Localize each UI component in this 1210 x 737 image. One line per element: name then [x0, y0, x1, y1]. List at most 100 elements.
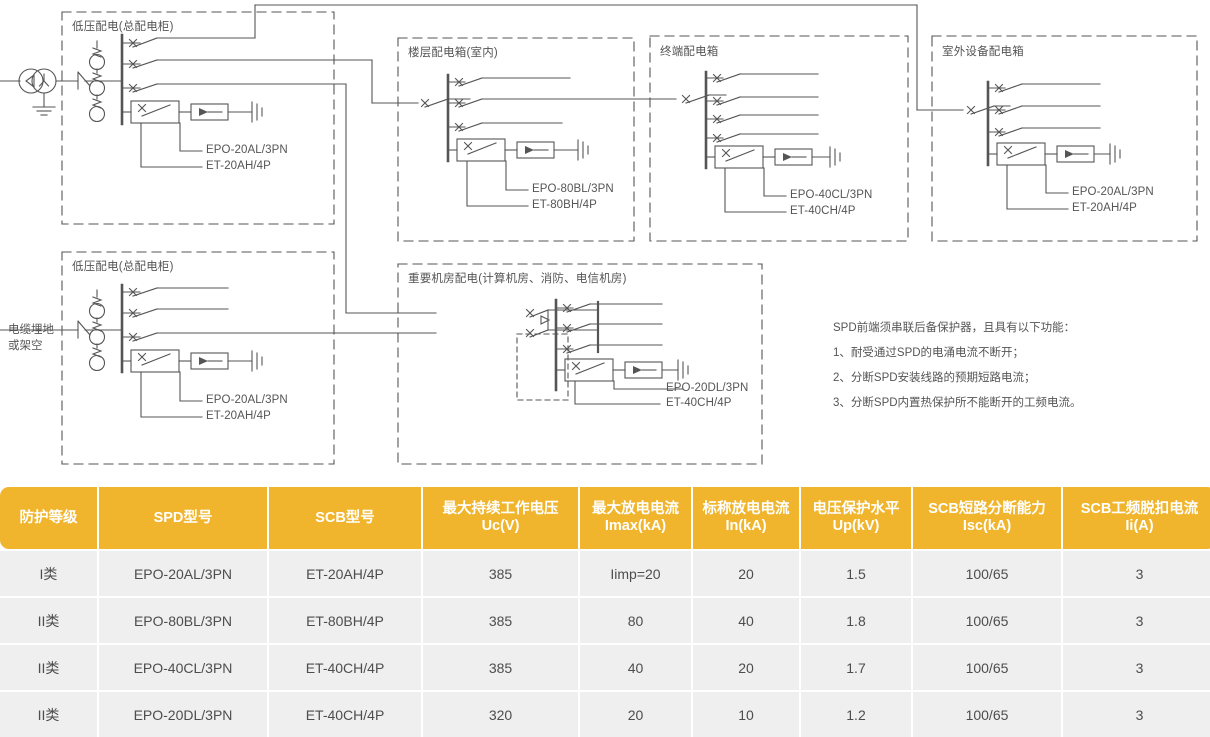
table-row: II类 EPO-80BL/3PN ET-80BH/4P 385 80 40 1.…	[0, 598, 1210, 643]
cell-protection-class: II类	[0, 692, 97, 737]
source-label: 电缆埋地 或架空	[8, 322, 54, 354]
floor-incomer-blade	[424, 98, 449, 108]
terminal-incomer-x	[681, 94, 691, 104]
scb2-blade	[141, 353, 171, 366]
transformer-winding-a	[18, 68, 44, 94]
note-item-2: 2、分断SPD安装线路的预期短路电流；	[833, 372, 1036, 384]
cell-up: 1.8	[801, 598, 911, 643]
f5a-blade	[998, 83, 1023, 93]
spd4-arrow	[783, 153, 792, 161]
box-title-floor: 楼层配电箱(室内)	[408, 47, 498, 59]
scb4-blade	[725, 149, 755, 162]
dashed-box-critical	[397, 263, 763, 465]
note-item-3: 3、分断SPD内置热保护所不能断开的工频电流。	[833, 397, 1082, 409]
leader-scb1	[140, 122, 203, 168]
box-title-lv-main-bottom: 低压配电(总配电柜)	[72, 261, 174, 273]
spd2-arrow	[199, 357, 208, 365]
cell-spd-model: EPO-40CL/3PN	[99, 645, 267, 690]
cell-uc: 385	[423, 598, 578, 643]
ct1-circle-a	[88, 53, 106, 71]
spd1-arrow	[199, 108, 208, 116]
note-heading: SPD前端须串联后备保护器，且具有以下功能：	[833, 322, 1076, 334]
f6b-blade	[566, 323, 591, 333]
callout-scb-outdoor: ET-20AH/4P	[1072, 202, 1137, 214]
cell-spd-model: EPO-20DL/3PN	[99, 692, 267, 737]
callout-spd-terminal: EPO-40CL/3PN	[790, 189, 873, 201]
callout-scb-critical: ET-40CH/4P	[666, 397, 732, 409]
ats-blade-lower	[529, 329, 549, 338]
box-title-outdoor: 室外设备配电箱	[942, 46, 1024, 58]
cell-in: 10	[693, 692, 799, 737]
source-label-line-2: 或架空	[8, 340, 43, 352]
notes-block: SPD前端须串联后备保护器，且具有以下功能： 1、耐受通过SPD的电涌电流不断开…	[833, 316, 1203, 416]
outdoor-incomer-x	[966, 105, 976, 115]
cell-scb-model: ET-20AH/4P	[269, 551, 421, 596]
callout-scb-terminal: ET-40CH/4P	[790, 205, 856, 217]
incomer-switch-blade-1	[77, 71, 91, 87]
cell-uc: 385	[423, 551, 578, 596]
scb6-blade	[575, 362, 605, 375]
f2b-blade	[132, 308, 158, 318]
ats-x-upper	[525, 308, 535, 318]
col-header-scb-model: SCB型号	[269, 487, 421, 549]
leader-spd3	[505, 160, 529, 191]
dashed-ats-enclosure	[516, 333, 569, 401]
ats-arrow	[540, 315, 551, 325]
ats-x-lower	[525, 328, 535, 338]
ct1-circle-b	[88, 79, 106, 97]
cell-in: 20	[693, 645, 799, 690]
leader-spd5	[1045, 164, 1069, 194]
f4c-blade	[716, 114, 741, 124]
f1b-blade	[132, 59, 158, 69]
cell-uc: 320	[423, 692, 578, 737]
callout-scb-lv-main-bottom: ET-20AH/4P	[206, 410, 271, 422]
dashed-box-lv-main-bottom	[61, 251, 335, 465]
box-title-critical: 重要机房配电(计算机房、消防、电信机房)	[408, 273, 627, 285]
cell-imax: Iimp=20	[580, 551, 691, 596]
f1c-blade	[132, 83, 158, 93]
callout-spd-lv-main-bottom: EPO-20AL/3PN	[206, 394, 288, 406]
cell-scb-model: ET-80BH/4P	[269, 598, 421, 643]
f1a-blade	[132, 37, 158, 48]
wye-glyph	[38, 73, 50, 87]
cell-spd-model: EPO-80BL/3PN	[99, 598, 267, 643]
dashed-box-terminal	[649, 35, 909, 242]
cell-ii: 3	[1063, 598, 1210, 643]
cell-scb-model: ET-40CH/4P	[269, 645, 421, 690]
cell-in: 20	[693, 551, 799, 596]
single-line-diagram: 电缆埋地 或架空 低压配电(总配电柜) 低压配电(总配电柜) 楼层配电箱(室内)…	[0, 4, 1203, 465]
spd3-arrow	[525, 146, 534, 154]
callout-spd-critical: EPO-20DL/3PN	[666, 382, 749, 394]
leader-scb2	[140, 371, 203, 418]
scb2-x	[137, 352, 147, 362]
box-title-lv-main-top: 低压配电(总配电柜)	[72, 21, 174, 33]
cell-isc: 100/65	[913, 551, 1061, 596]
cell-isc: 100/65	[913, 598, 1061, 643]
f4b-blade	[716, 96, 741, 106]
f5b-blade	[998, 105, 1023, 115]
ct2-circle-a	[88, 302, 106, 320]
box-title-terminal: 终端配电箱	[660, 46, 719, 58]
note-item-1: 1、耐受通过SPD的电涌电流不断开；	[833, 347, 1025, 359]
ct2-circle-b	[88, 328, 106, 346]
cell-protection-class: II类	[0, 645, 97, 690]
cell-scb-model: ET-40CH/4P	[269, 692, 421, 737]
source-label-line-1: 电缆埋地	[8, 324, 54, 336]
scb6-x	[571, 361, 581, 371]
ats-blade-upper	[529, 309, 549, 318]
f4d-blade	[716, 133, 741, 143]
table-row: II类 EPO-20DL/3PN ET-40CH/4P 320 20 10 1.…	[0, 692, 1210, 737]
leader-scb4	[724, 167, 787, 213]
cell-isc: 100/65	[913, 645, 1061, 690]
ct2-circle-c	[88, 354, 106, 372]
leader-spd4	[763, 167, 787, 197]
f5c-blade	[998, 127, 1023, 137]
leader-scb6	[574, 380, 661, 405]
scb1-x	[137, 103, 147, 113]
leader-scb3	[466, 160, 529, 207]
outdoor-incomer-blade	[970, 105, 995, 115]
